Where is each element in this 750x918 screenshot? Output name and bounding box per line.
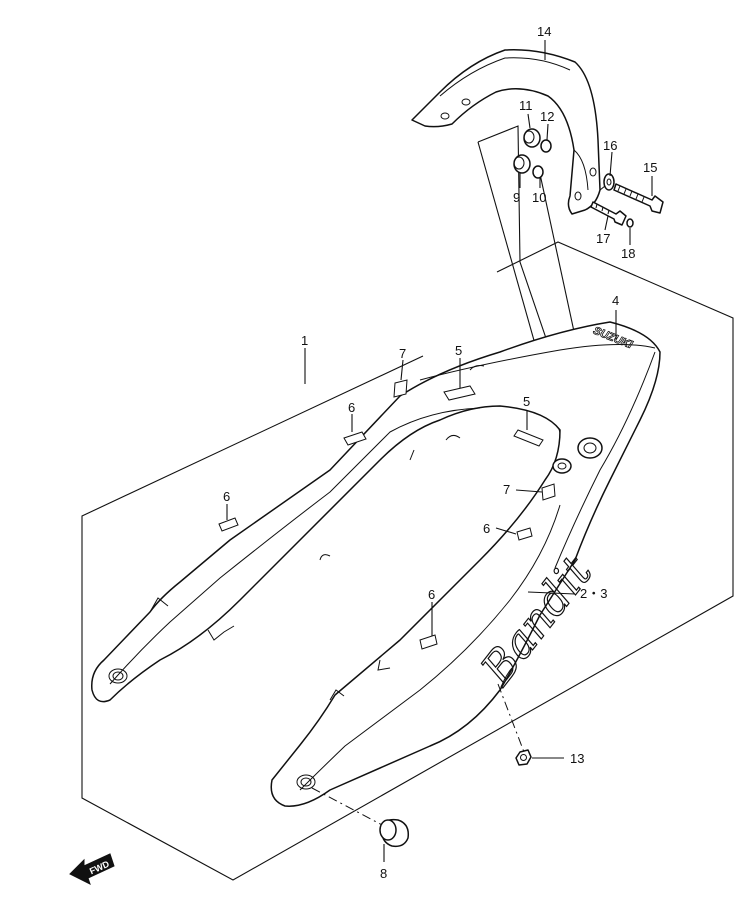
decal-6-left (218, 517, 239, 532)
callout-8: 8 (380, 866, 387, 881)
decal-6-lower (419, 634, 438, 650)
bolt-15 (613, 183, 664, 214)
callout-6-upper: 6 (348, 400, 355, 415)
decal-pads (218, 379, 556, 650)
leader-lines (226, 40, 653, 862)
callout-6-lower: 6 (428, 587, 435, 602)
screw-17 (590, 201, 627, 226)
cushion-8 (311, 787, 410, 848)
callout-6-right: 6 (483, 521, 490, 536)
decal-5-upper (443, 385, 476, 401)
svg-text:FWD: FWD (88, 859, 111, 877)
callout-13: 13 (570, 751, 584, 766)
callout-9: 9 (513, 190, 520, 205)
callout-4: 4 (612, 293, 619, 308)
decal-7-right (541, 483, 556, 501)
callout-2-3: 2・3 (580, 586, 607, 601)
callout-14: 14 (537, 24, 551, 39)
grommet-9 (513, 154, 531, 174)
callout-16: 16 (603, 138, 617, 153)
callout-6-left: 6 (223, 489, 230, 504)
tail-seat-cover (91, 321, 661, 807)
decal-6-upper (343, 431, 367, 446)
callout-5-right: 5 (523, 394, 530, 409)
decal-7-upper (393, 379, 408, 398)
grommet-11 (523, 128, 541, 148)
callout-5-upper: 5 (455, 343, 462, 358)
callout-11: 11 (519, 98, 533, 113)
callout-15: 15 (643, 160, 657, 175)
callout-7-upper: 7 (399, 346, 406, 361)
washer-16 (603, 173, 615, 191)
callout-labels: 1 2・3 4 5 5 6 6 6 6 7 7 8 9 10 11 12 13 … (223, 24, 657, 881)
decal-5-right (513, 429, 544, 447)
spacer-12 (540, 139, 552, 153)
grab-rail (411, 49, 601, 215)
washer-18 (626, 218, 634, 228)
spacer-10 (532, 165, 544, 179)
decal-6-right (516, 527, 533, 541)
callout-18: 18 (621, 246, 635, 261)
callout-17: 17 (596, 231, 610, 246)
callout-10: 10 (532, 190, 546, 205)
assembly-boundary-frame (81, 241, 734, 881)
callout-7-right: 7 (503, 482, 510, 497)
forward-direction-arrow-icon: FWD (69, 853, 115, 885)
callout-1: 1 (301, 333, 308, 348)
callout-12: 12 (540, 109, 554, 124)
nut-13 (497, 683, 532, 766)
